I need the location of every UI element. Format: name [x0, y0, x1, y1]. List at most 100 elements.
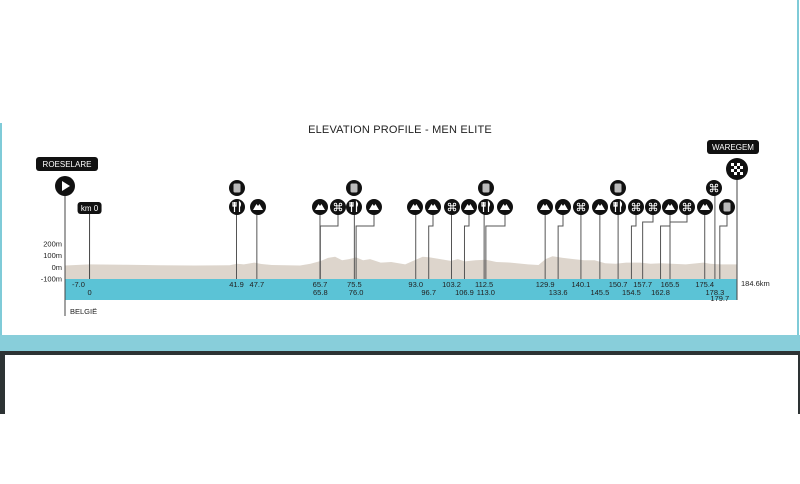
marker: 103.2 [442, 207, 461, 289]
km-label: 150.7 [609, 280, 628, 289]
distance-band [65, 279, 737, 300]
cobble-dot [712, 186, 716, 190]
km-label: 41.9 [229, 280, 244, 289]
marker: 150.7 [609, 207, 628, 289]
km-label: 0 [87, 288, 91, 297]
marker: 93.0 [408, 207, 423, 289]
icon-circle [573, 199, 589, 215]
cobble-dot [452, 207, 457, 212]
climb-icon [366, 199, 382, 215]
bottle-shape [350, 183, 358, 193]
mountain-shape [428, 204, 438, 210]
marker: 175.4 [695, 207, 714, 289]
bottle-shape [723, 202, 731, 212]
frame-right-border [797, 0, 799, 335]
play-icon [62, 181, 70, 191]
climb-icon [407, 199, 423, 215]
climb-icon [592, 199, 608, 215]
mountain-shape [558, 204, 568, 210]
marker: 47.7 [250, 207, 264, 289]
cobble-dot [648, 207, 653, 212]
km-label: 140.1 [572, 280, 591, 289]
km-label: 75.5 [347, 280, 362, 289]
checkered-flag-cell [737, 169, 740, 172]
fork-knife-shape [613, 200, 623, 212]
marker-stem [485, 207, 506, 279]
frame-left-border [0, 123, 2, 335]
icon-circle [478, 199, 494, 215]
bottle-icon [478, 180, 494, 196]
km-label: 113.0 [477, 288, 495, 297]
mountain-shape [540, 204, 550, 210]
marker: 106.9 [455, 207, 474, 297]
mountain-shape [595, 204, 605, 210]
marker-stem [719, 207, 728, 279]
climb-icon [537, 199, 553, 215]
food-icon [610, 199, 626, 215]
cobble-dot [581, 202, 586, 207]
climb-icon [425, 199, 441, 215]
cobble-dot [653, 202, 658, 207]
marker-stem [355, 207, 375, 279]
marker: 129.9 [536, 207, 555, 289]
mountain-shape [369, 204, 379, 210]
marker-stem [463, 207, 470, 279]
marker: 112.5 [475, 207, 493, 289]
cobble-dot [333, 207, 338, 212]
km-label: 145.5 [590, 288, 609, 297]
km-label: 76.0 [349, 288, 364, 297]
icon-circle [330, 199, 346, 215]
climb-icon [497, 199, 513, 215]
marker: 154.5 [622, 207, 641, 297]
cobble-dot [581, 207, 586, 212]
marker: 41.9 [229, 207, 244, 289]
fork-knife-shape [232, 200, 242, 212]
icon-circle [346, 199, 362, 215]
km-label: -7.0 [72, 280, 85, 289]
cobble-dot [714, 188, 719, 193]
cobbles-icon [645, 199, 661, 215]
cobble-dot [714, 183, 719, 188]
cobbles-icon [573, 199, 589, 215]
bottle-icon [719, 199, 735, 215]
food-icon [229, 199, 245, 215]
cobble-dot [634, 205, 638, 209]
cobble-dot [631, 207, 636, 212]
fork-knife-shape [349, 200, 359, 212]
marker: 145.5 [590, 207, 609, 297]
mountain-shape [700, 204, 710, 210]
mountain-shape [665, 204, 675, 210]
km-label: 65.7 [313, 280, 328, 289]
marker: 162.8 [651, 207, 671, 297]
km0-tag [77, 202, 102, 214]
y-tick-label: 0m [52, 263, 62, 272]
marker: 178.3 [706, 188, 724, 297]
km-label: 175.4 [695, 280, 714, 289]
chart-title: ELEVATION PROFILE - MEN ELITE [308, 124, 492, 136]
footer-band [0, 335, 800, 351]
cobble-dot [653, 207, 658, 212]
y-tick-label: 100m [43, 251, 62, 260]
marker: 76.0 [349, 207, 375, 297]
mountain-shape [410, 204, 420, 210]
panel-top-border [0, 351, 800, 355]
checkered-flag-cell [740, 166, 743, 169]
y-tick-label: -100m [41, 275, 62, 284]
panel-left-border [0, 351, 5, 414]
finish-name: WAREGEM [712, 143, 754, 152]
km-label: 129.9 [536, 280, 555, 289]
cobble-dot [447, 207, 452, 212]
cobble-dot [709, 188, 714, 193]
checkered-flag-cell [734, 172, 737, 175]
climb-icon [555, 199, 571, 215]
icon-circle [444, 199, 460, 215]
cobble-dot [576, 202, 581, 207]
checkered-flag-cell [737, 163, 740, 166]
climb-icon [312, 199, 328, 215]
cobble-dot [631, 202, 636, 207]
km-label: 93.0 [408, 280, 423, 289]
km-label: 165.5 [661, 280, 680, 289]
cobble-dot [452, 202, 457, 207]
cobble-dot [579, 205, 583, 209]
